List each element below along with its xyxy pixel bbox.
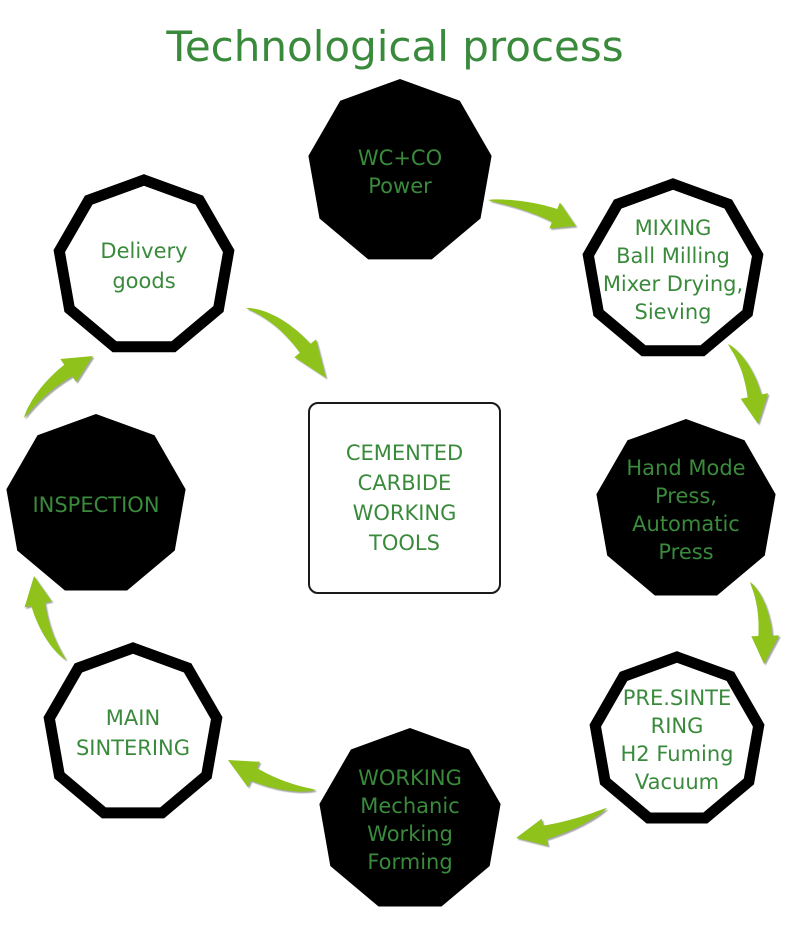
flow-arrow-pressing-to-pre-sintering (750, 582, 780, 664)
step-label-line: H2 Fuming (620, 742, 734, 766)
step-label-line: Forming (367, 850, 453, 874)
flow-arrow-wc-co-power-to-mixing (488, 199, 576, 229)
step-label-line: goods (112, 269, 176, 293)
step-label-line: Power (368, 174, 432, 198)
flow-arrow-inspection-to-delivery-goods (24, 356, 93, 418)
step-label-line: Automatic (632, 512, 740, 536)
step-label-line: Working (367, 822, 453, 846)
step-label-line: INSPECTION (32, 493, 160, 517)
step-node-main-sintering (43, 642, 223, 819)
step-node-pre-sintering (589, 651, 765, 824)
center-line: TOOLS (369, 531, 440, 555)
center-product-box: CEMENTED CARBIDE WORKING TOOLS (308, 402, 501, 594)
step-label-inspection: INSPECTION (5, 414, 187, 596)
step-label-line: Mixer Drying, (602, 272, 744, 296)
step-label-line: RING (650, 714, 704, 738)
step-node-inspection (6, 414, 186, 591)
center-line: CARBIDE (357, 471, 452, 495)
step-node-mixing (582, 178, 764, 357)
step-node-pressing (596, 419, 776, 596)
step-label-line: Press (658, 540, 714, 564)
diagram-title: Technological process (166, 22, 624, 71)
step-label-delivery-goods: Delivery goods (52, 174, 236, 358)
flow-arrow-main-sintering-to-inspection (24, 576, 66, 660)
step-label-line: Delivery (100, 239, 188, 263)
step-label-main-sintering: MAIN SINTERING (42, 642, 224, 824)
center-line: CEMENTED (345, 441, 464, 465)
step-label-line: Press, (655, 484, 717, 508)
step-label-line: WORKING (358, 766, 462, 790)
step-node-delivery-goods (53, 174, 235, 353)
step-node-working (319, 728, 501, 907)
flow-arrow-mixing-to-pressing (728, 344, 769, 424)
flow-arrow-pre-sintering-to-working (516, 808, 607, 846)
step-label-line: Ball Milling (616, 244, 730, 268)
step-label-line: MIXING (634, 216, 712, 240)
step-label-line: Sieving (634, 300, 712, 324)
flow-arrow-delivery-goods-to-center (246, 308, 326, 378)
step-label-line: Mechanic (360, 794, 460, 818)
step-node-wc-co-power (308, 79, 492, 260)
step-label-line: Hand Mode (626, 456, 746, 480)
step-label-line: Vacuum (634, 770, 720, 794)
step-label-line: SINTERING (75, 736, 191, 760)
step-label-line: PRE.SINTE (622, 686, 732, 710)
center-line: WORKING (352, 501, 457, 525)
step-label-line: MAIN (105, 706, 161, 730)
flow-arrow-working-to-main-sintering (228, 760, 316, 792)
step-label-wc-co-power: WC+CO Power (307, 79, 493, 265)
step-label-line: WC+CO (357, 146, 443, 170)
